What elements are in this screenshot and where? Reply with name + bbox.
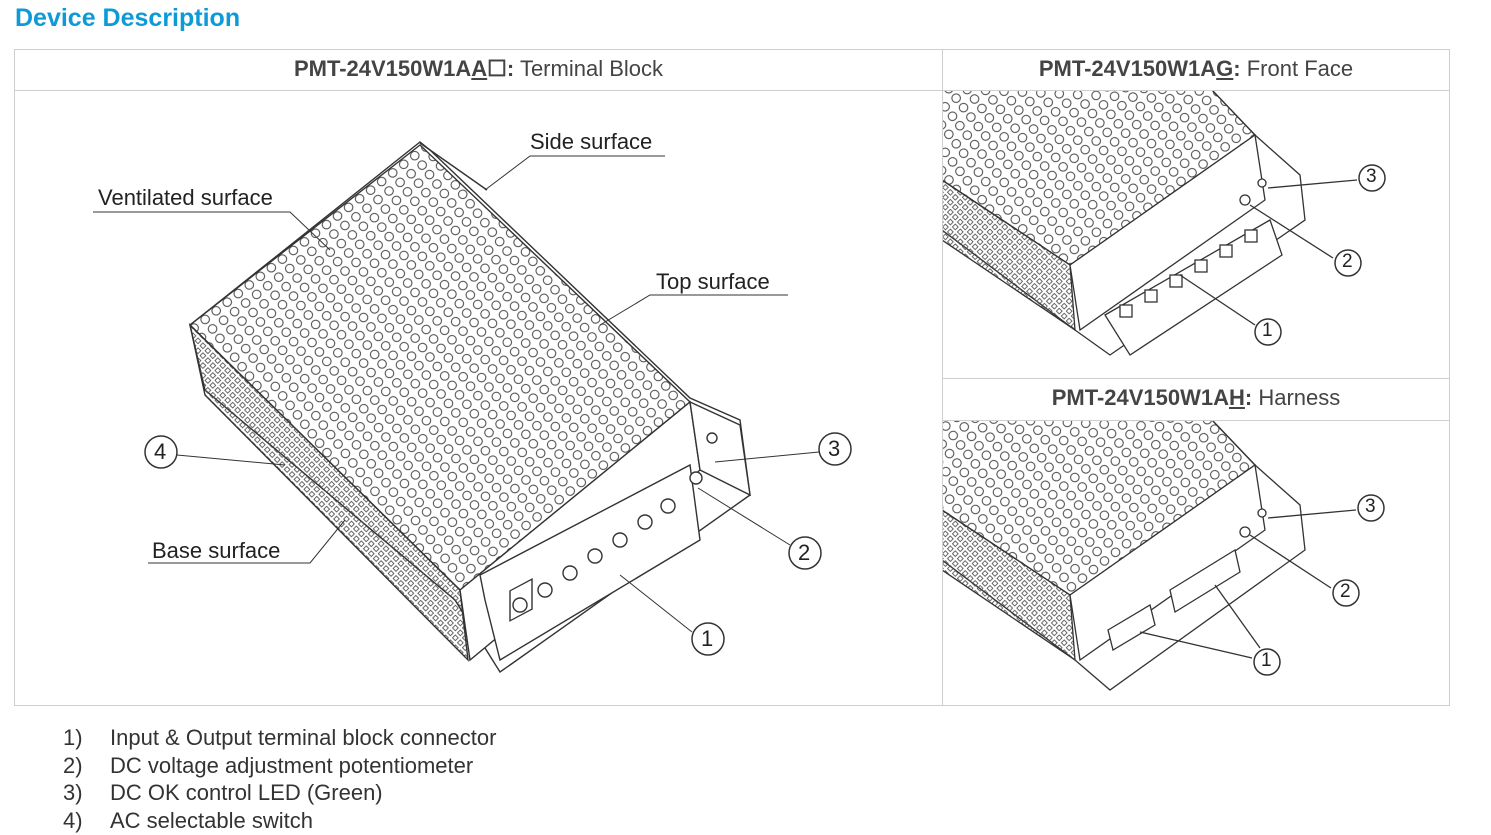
colon: : (1244, 385, 1253, 410)
label-side-surface: Side surface (530, 129, 653, 154)
section-title: Device Description (15, 4, 241, 32)
model-key: H (1229, 385, 1245, 410)
callout-3: 3 (1365, 496, 1376, 517)
component-list: 1) Input & Output terminal block connecto… (63, 724, 496, 834)
label-base-surface: Base surface (152, 538, 281, 563)
front-face-panel (942, 49, 1450, 379)
callout-1: 1 (701, 626, 714, 651)
callout-3: 3 (1366, 166, 1377, 187)
callout-1: 1 (1262, 320, 1273, 341)
terminal-block-panel (14, 49, 943, 706)
callout-4: 4 (154, 439, 167, 464)
callout-2: 2 (1340, 581, 1351, 602)
harness-panel (942, 378, 1450, 706)
callout-1: 1 (1261, 650, 1272, 671)
item-text: AC selectable switch (110, 807, 313, 833)
model-suffix: ☐ (487, 56, 507, 81)
model-key: G (1216, 56, 1234, 81)
label-ventilated-surface: Ventilated surface (98, 185, 273, 210)
list-item: 3) DC OK control LED (Green) (63, 779, 496, 807)
colon: : (506, 56, 515, 81)
item-number: 4) (63, 807, 83, 833)
callout-2: 2 (1342, 251, 1353, 272)
front-face-header: PMT-24V150W1AG: Front Face (942, 49, 1450, 91)
variant-label: Harness (1252, 385, 1341, 410)
variant-label: Front Face (1240, 56, 1354, 81)
label-top-surface: Top surface (656, 269, 770, 294)
model-prefix: PMT-24V150W1A (1038, 56, 1217, 81)
terminal-block-header: PMT-24V150W1AA☐: Terminal Block (14, 49, 943, 91)
item-text: Input & Output terminal block connector (110, 725, 497, 750)
model-key: A (471, 56, 488, 81)
item-text: DC OK control LED (Green) (110, 780, 383, 805)
list-item: 2) DC voltage adjustment potentiometer (63, 752, 496, 780)
item-number: 3) (63, 780, 83, 805)
model-prefix: PMT-24V150W1A (293, 56, 472, 81)
model-prefix: PMT-24V150W1A (1051, 385, 1230, 410)
item-number: 1) (63, 725, 83, 750)
callout-2: 2 (798, 540, 811, 565)
item-number: 2) (63, 752, 83, 778)
item-text: DC voltage adjustment potentiometer (110, 752, 474, 778)
list-item: 1) Input & Output terminal block connecto… (63, 724, 496, 752)
variant-label: Terminal Block (514, 56, 663, 81)
list-item: 4) AC selectable switch (63, 807, 496, 835)
harness-header: PMT-24V150W1AH: Harness (942, 378, 1450, 421)
callout-3: 3 (828, 436, 841, 461)
colon: : (1233, 56, 1241, 81)
